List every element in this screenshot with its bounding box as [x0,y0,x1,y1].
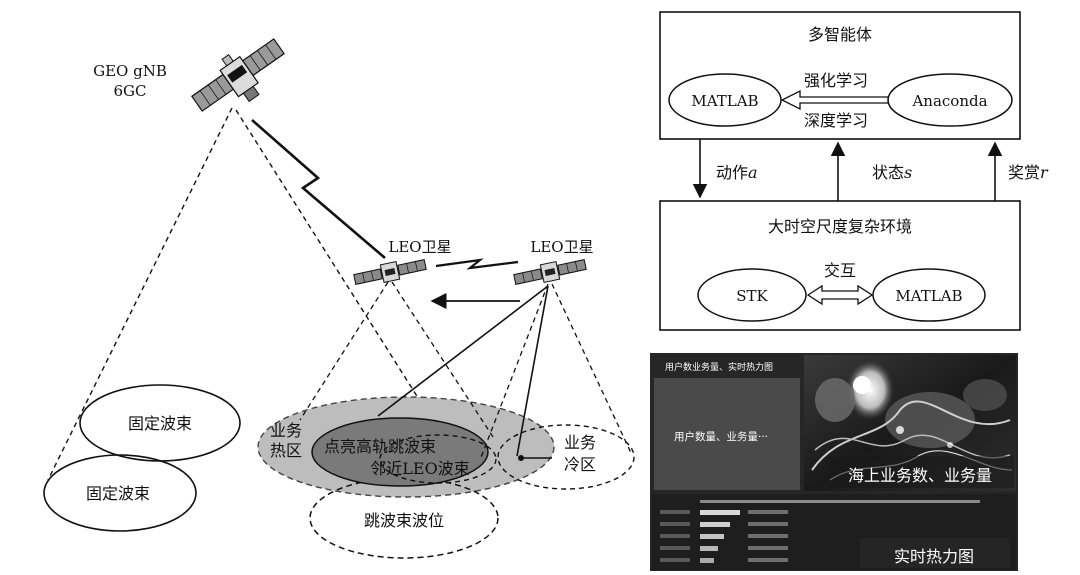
action-label: 动作a [716,163,758,182]
cold-zone-ellipse [497,424,635,490]
interaction-label: 交互 [824,261,856,280]
anaconda-label: Anaconda [911,92,987,110]
reward-label: 奖赏r [1008,163,1049,182]
world-map-illustration [811,360,1013,481]
traffic-dashboard: 用户数业务量、实时热力图 用户数量、业务量··· 海上业务数、业务量 [650,353,1018,571]
matlab-top-label: MATLAB [691,92,758,110]
fixed-beam-lower-ellipse [43,454,197,532]
adjacent-leo-beam-label: 邻近LEO波束 [370,459,469,478]
leo-right-solid-beams [377,285,549,457]
geo-gnb-label: GEO gNB [93,62,167,80]
matlab-bottom-label: MATLAB [895,287,962,305]
leo-satellite-left-icon [353,259,427,285]
dl-label: 深度学习 [804,111,868,130]
adjacent-leo-beam-ellipse [379,434,497,484]
cold-zone-arrow-dot [518,455,524,461]
fixed-beam-lower-label: 固定波束 [86,484,150,503]
fixed-beam-upper-label: 固定波束 [128,414,192,433]
heatmap-caption: 实时热力图 [894,547,974,566]
leo-right-cone [479,283,633,461]
heatmap-bars [660,500,980,563]
multi-agent-title: 多智能体 [808,25,872,44]
rl-dl-arrow [780,89,889,111]
heatmap-caption-backdrop [860,538,1010,568]
leo-left-cone [299,281,496,441]
state-label: 状态s [872,163,912,182]
lit-beam-label: 点亮高轨跳波束 [324,437,436,456]
dashboard-panel-title: 用户数业务量、实时热力图 [665,361,773,373]
hop-beam-position-ellipse [309,477,499,559]
map-caption: 海上业务数、业务量 [848,466,992,485]
rl-label: 强化学习 [804,71,868,90]
dashboard-panel-text: 用户数量、业务量··· [674,430,768,443]
geo-satellite-icon [191,38,285,112]
leo-right-label: LEO卫星 [530,238,593,256]
dashboard-info-panel [654,378,800,490]
map-caption-backdrop [826,456,1014,488]
hot-zone-label-1: 业务 [270,421,302,440]
cold-zone-label-2: 冷区 [564,455,596,474]
hop-beam-position-label: 跳波束波位 [364,511,444,530]
stk-ellipse [697,268,807,322]
interaction-arrow [806,284,874,306]
cold-zone-label-1: 业务 [564,433,596,452]
inter-satellite-link [435,258,519,270]
geo-6gc-label: 6GC [113,82,146,100]
geo-leo-link [251,119,386,259]
beam-hopping-diagram: GEO gNB 6GC LEO卫星 LEO卫星 [43,38,635,559]
leo-satellite-right-icon [513,259,587,285]
stk-label: STK [736,287,768,305]
environment-title: 大时空尺度复杂环境 [768,217,912,236]
hot-zone-label-2: 热区 [270,441,302,460]
multi-agent-framework: 多智能体 MATLAB Anaconda 强化学习 深度学习 动作a 状态s 奖… [659,11,1049,331]
leo-left-label: LEO卫星 [388,238,451,256]
